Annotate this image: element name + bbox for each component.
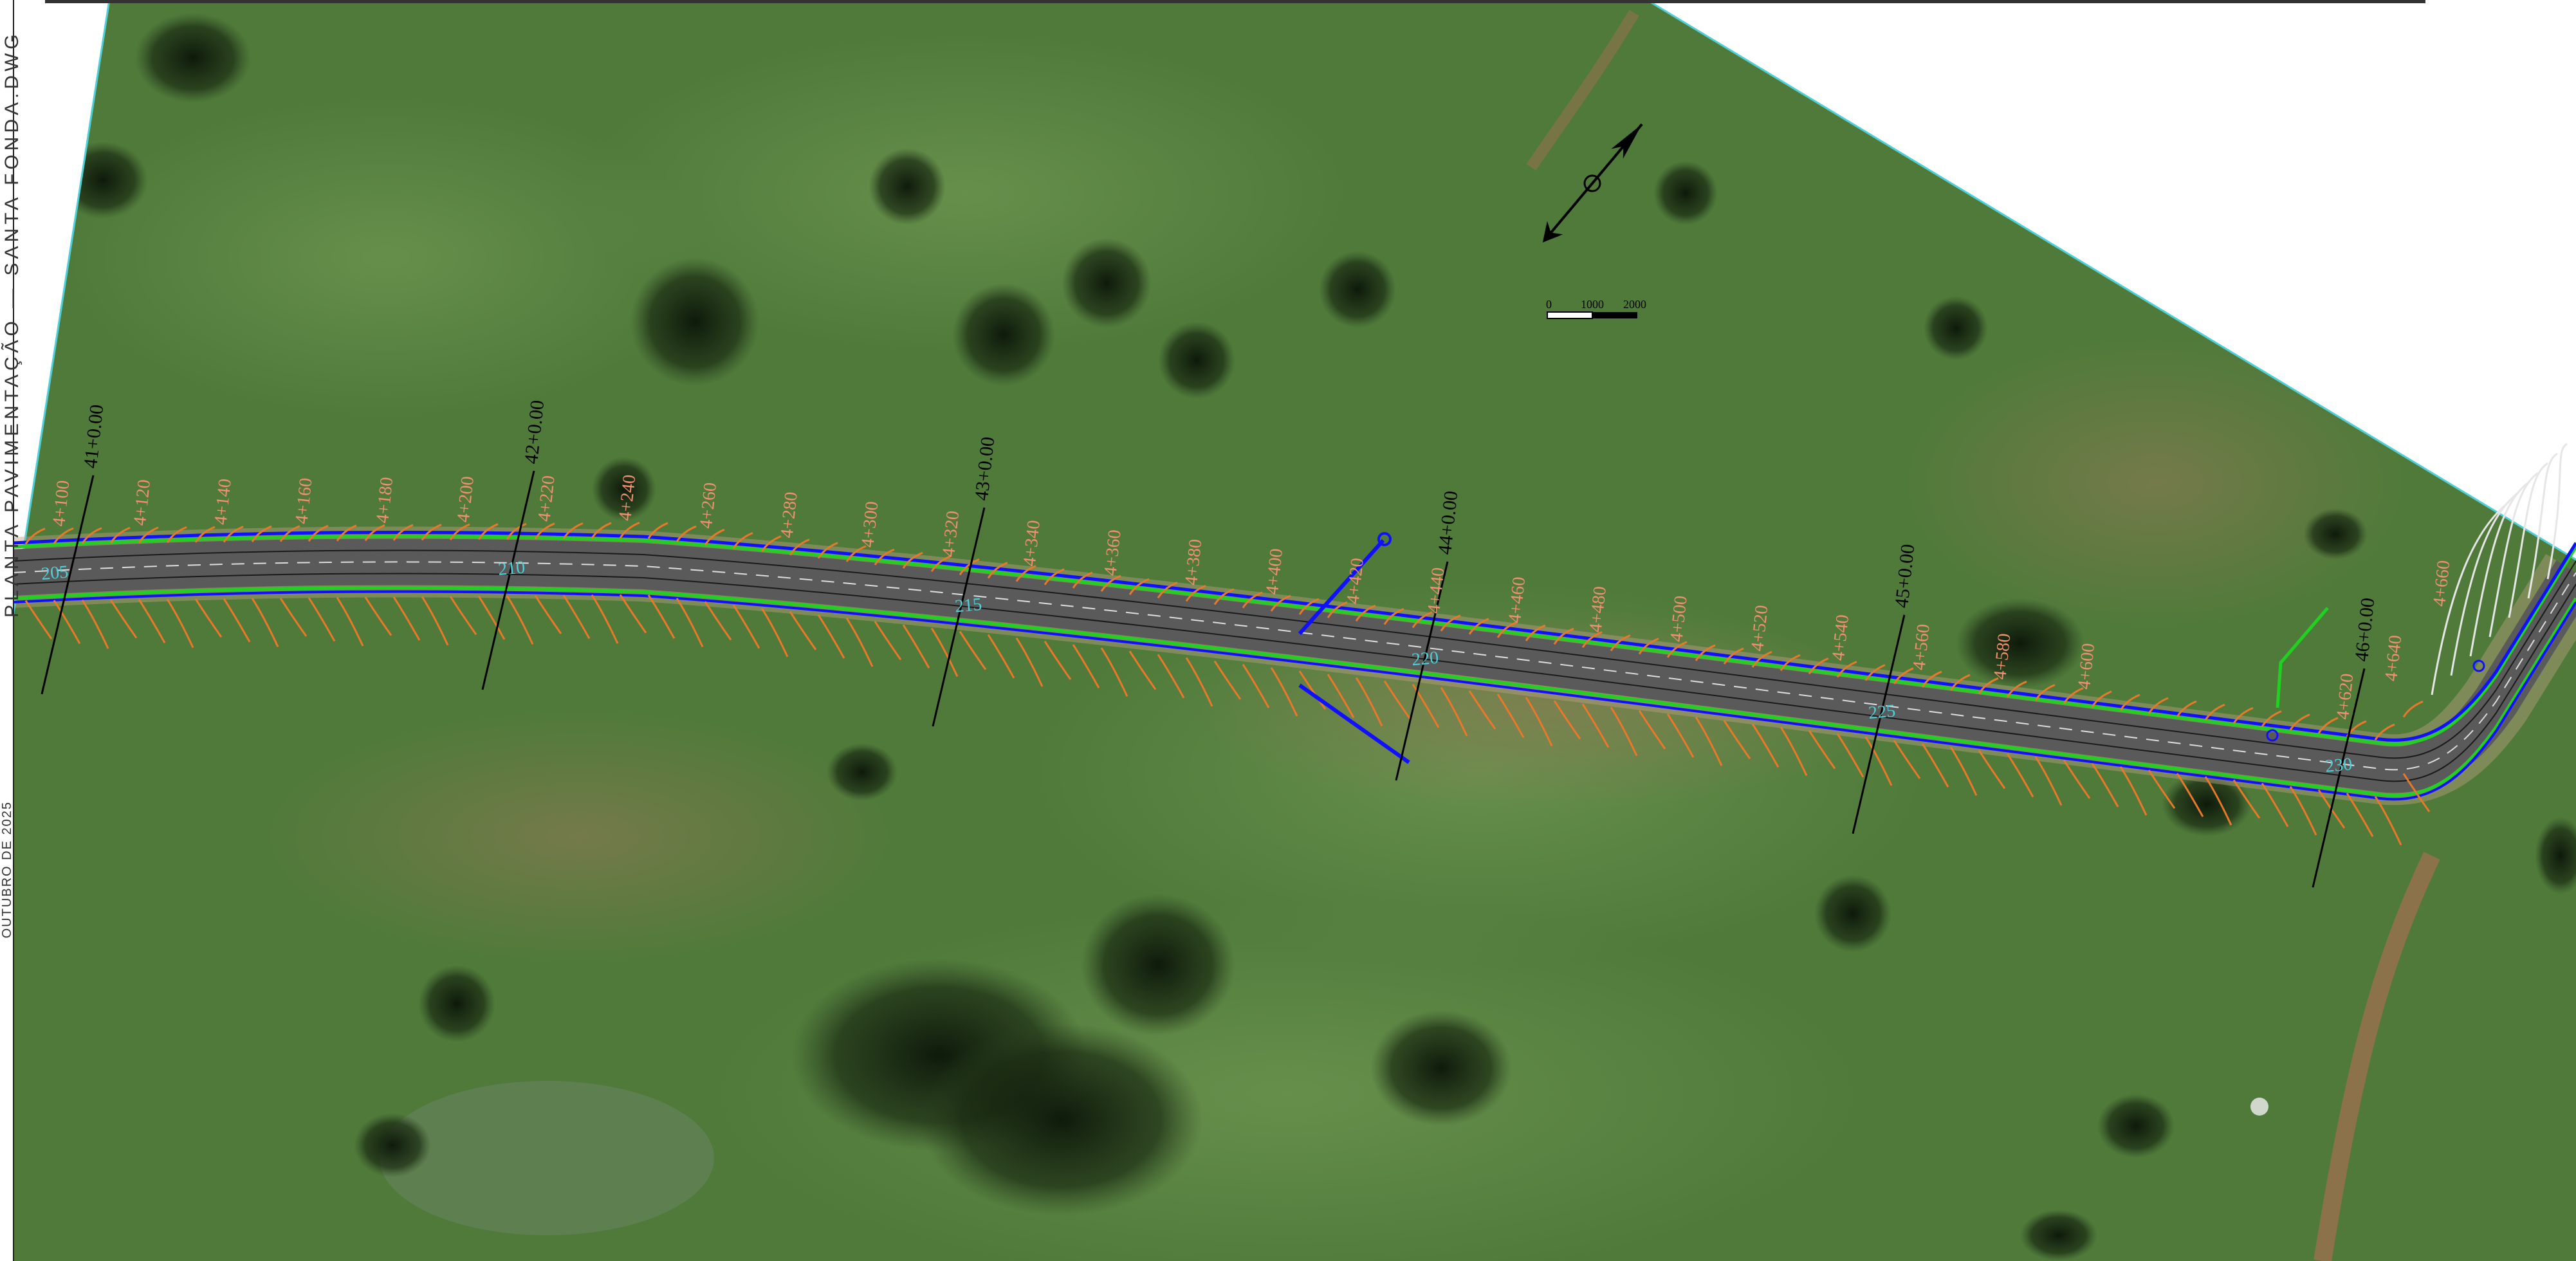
minor-station-label: 4+440	[1424, 566, 1448, 614]
minor-station-label: 4+320	[939, 510, 963, 558]
minor-station-marks: 4+100 4+120 4+140 4+160 4+180 4+200 4+220 4+240…	[49, 474, 2454, 721]
minor-station-label: 4+540	[1828, 614, 1853, 662]
tree-canopies	[58, 13, 2576, 1261]
minor-station-label: 4+420	[1343, 557, 1368, 605]
minor-station-label: 4+160	[291, 477, 316, 525]
elevation-labels: 205 210 215 220 225 230	[41, 557, 2353, 777]
culvert-lines	[1298, 532, 2485, 764]
elevation-label: 220	[1411, 648, 1440, 670]
minor-station-label: 4+520	[1747, 604, 1772, 652]
sheet-side-strip	[0, 0, 14, 1261]
minor-station-label: 4+280	[777, 491, 802, 539]
minor-station-label: 4+220	[534, 475, 558, 523]
minor-station-label: 4+600	[2074, 642, 2099, 690]
scale-label-1000: 1000	[1581, 298, 1604, 311]
sheet-side-date: OUTUBRO DE 2025	[0, 801, 14, 939]
minor-station-label: 4+580	[1990, 632, 2014, 681]
minor-station-label: 4+120	[130, 479, 154, 527]
slope-contours	[24, 443, 2568, 845]
minor-station-label: 4+240	[615, 474, 639, 522]
minor-station-label: 4+620	[2333, 672, 2357, 721]
minor-station-label: 4+140	[211, 478, 235, 526]
road-edge-blue-bottom	[12, 590, 2576, 801]
scale-label-0: 0	[1546, 298, 1552, 311]
minor-station-label: 4+200	[454, 475, 478, 524]
minor-station-label: 4+400	[1262, 548, 1287, 596]
road-edge-blue-top	[12, 530, 2576, 742]
elevation-label: 230	[2324, 754, 2353, 777]
minor-station-label: 4+460	[1505, 576, 1529, 624]
minor-station-label: 4+640	[2381, 634, 2406, 683]
minor-station-label: 4+340	[1020, 519, 1044, 567]
minor-station-label: 4+380	[1181, 538, 1206, 586]
minor-station-label: 4+100	[49, 479, 73, 528]
minor-station-label: 4+660	[2429, 559, 2454, 607]
minor-station-label: 4+480	[1586, 585, 1610, 634]
minor-station-label: 4+300	[858, 501, 882, 549]
road-edge-green-bottom	[12, 585, 2576, 797]
sheet-side-title: PLANTA PAVIMENTAÇÃO — SANTA FONDA.DWG	[1, 30, 23, 618]
elevation-label: 225	[1868, 701, 1897, 724]
elevation-label: 210	[497, 557, 526, 580]
scale-label-2000: 2000	[1623, 298, 1646, 311]
scale-bar: 0 1000 2000	[1546, 298, 1646, 319]
elevation-label: 215	[954, 594, 983, 617]
minor-station-label: 4+560	[1909, 623, 1934, 671]
minor-station-label: 4+180	[373, 476, 397, 524]
minor-station-label: 4+360	[1100, 529, 1125, 577]
north-arrow-icon	[1542, 123, 1643, 243]
dirt-path	[2314, 852, 2440, 1261]
minor-station-label: 4+500	[1666, 594, 1691, 643]
minor-station-label: 4+260	[696, 481, 721, 529]
elevation-label: 205	[41, 562, 69, 585]
aerial-imagery	[13, 0, 2576, 1261]
